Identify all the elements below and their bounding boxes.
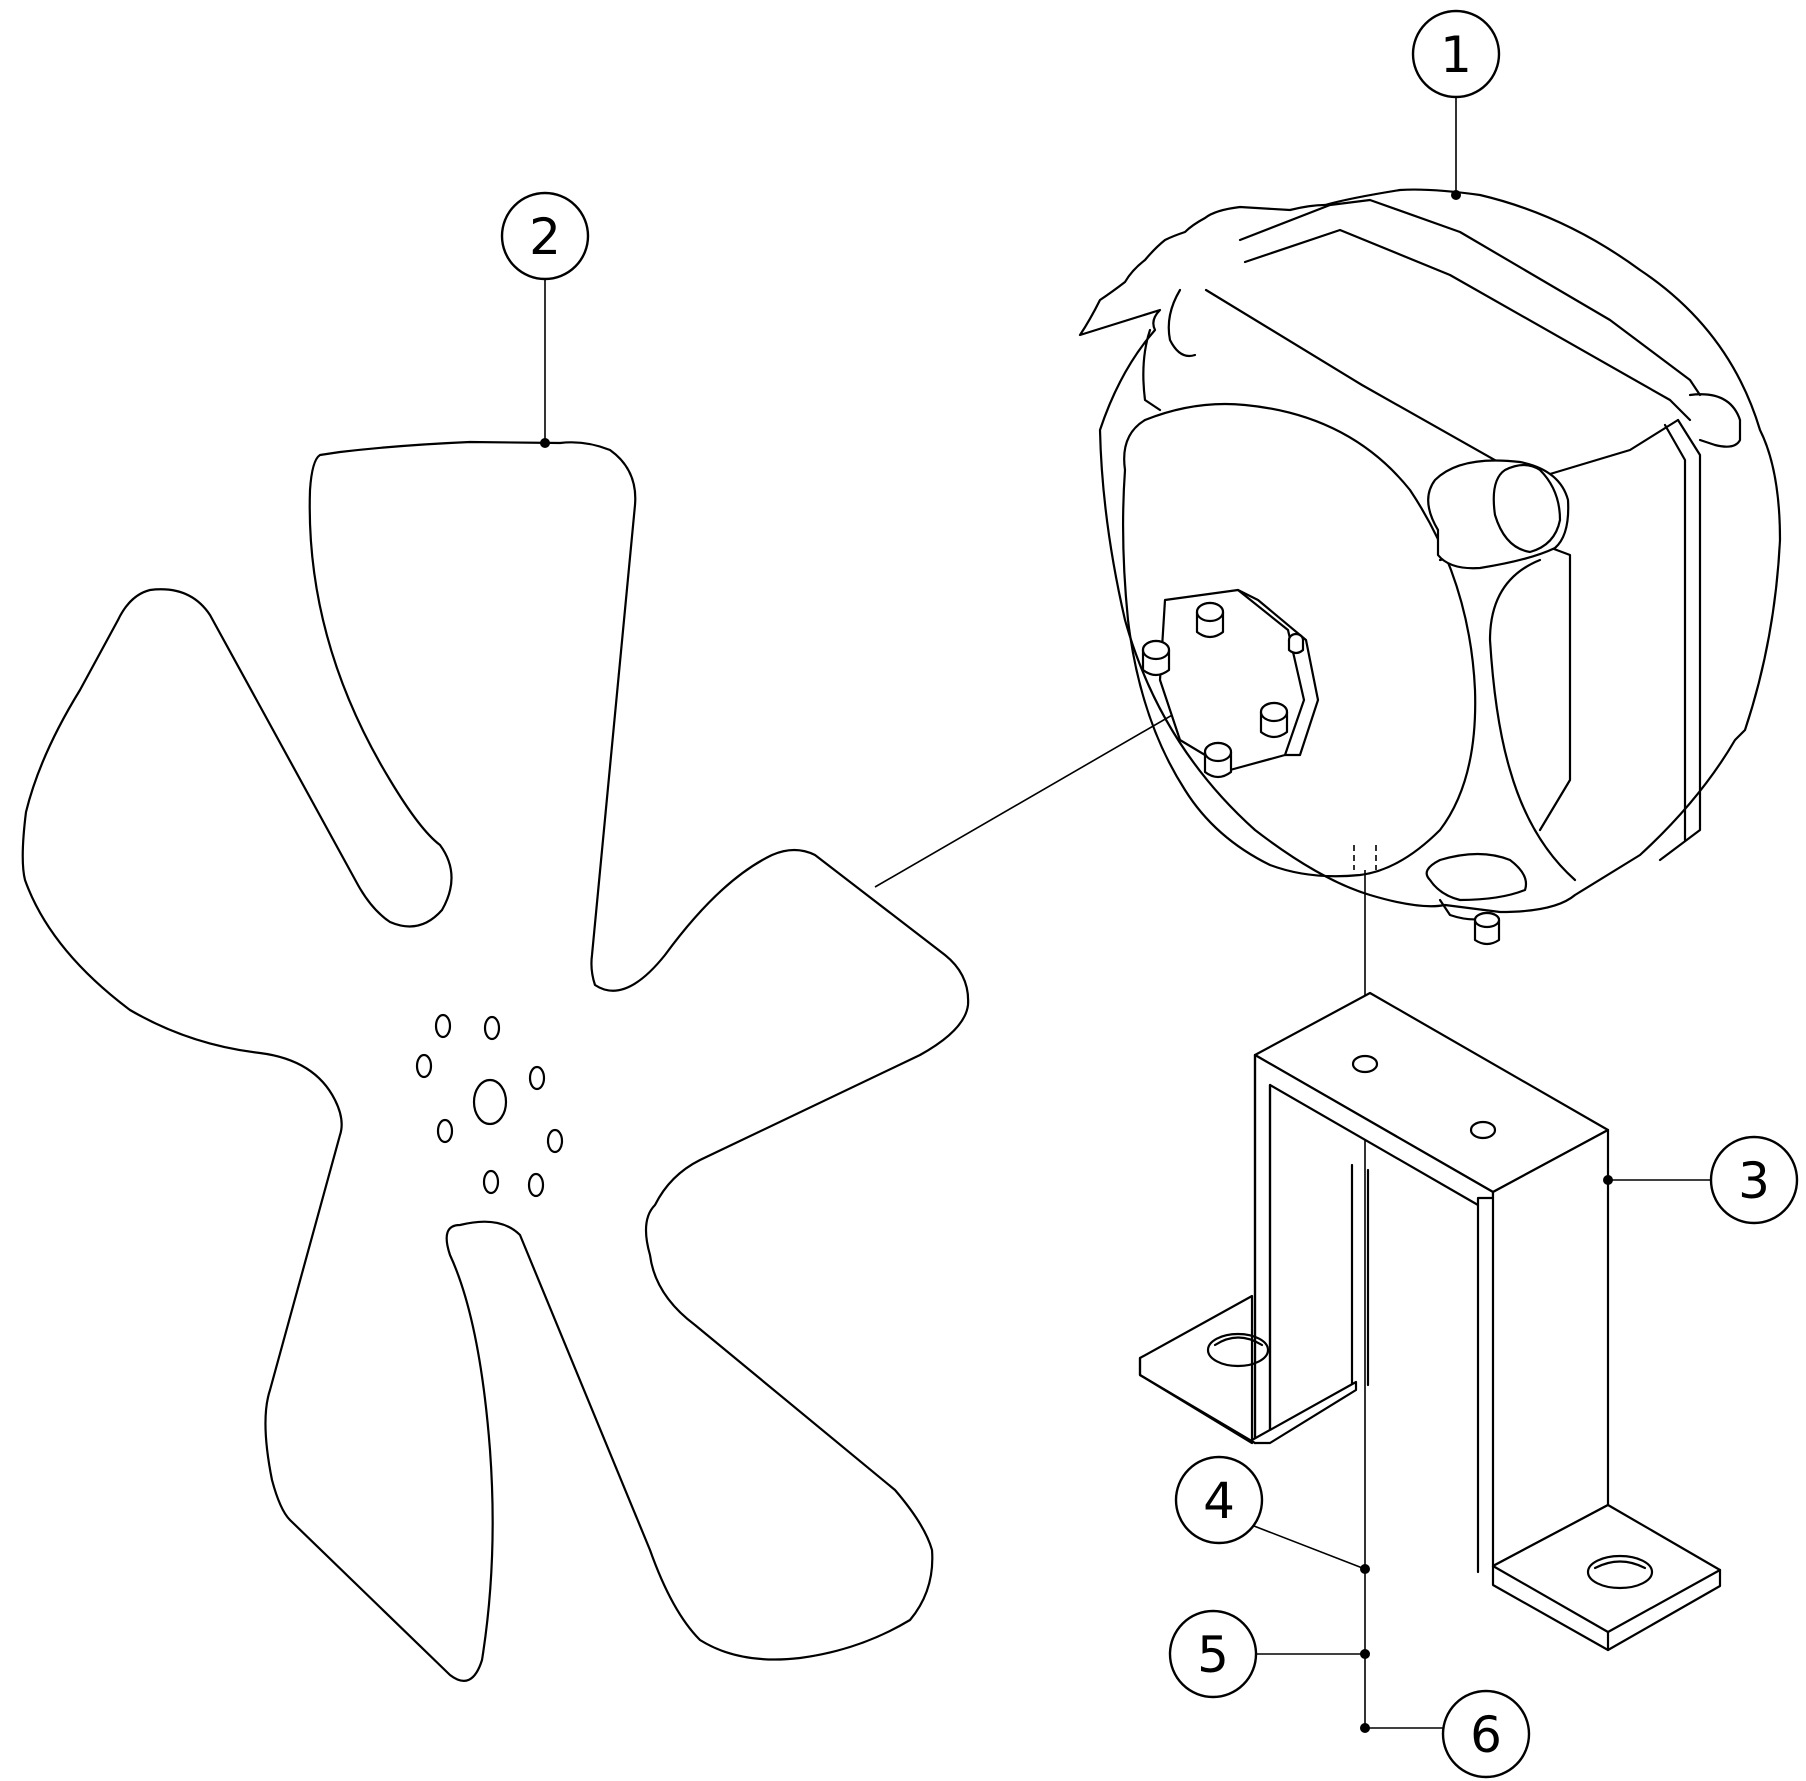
callout-5-label: 5: [1197, 1626, 1229, 1684]
callout-4: 4: [1174, 1455, 1264, 1545]
motor: [1078, 188, 1782, 946]
callout-6: 6: [1441, 1689, 1531, 1779]
callout-5: 5: [1168, 1609, 1258, 1699]
callout-4-label: 4: [1203, 1472, 1235, 1530]
mounting-bracket: [1138, 991, 1722, 1652]
callout-1-label: 1: [1440, 26, 1472, 84]
fan-blade: [21, 440, 970, 1682]
callout-3-label: 3: [1738, 1152, 1770, 1210]
callout-leaders: [540, 90, 1712, 1733]
callout-6-label: 6: [1470, 1706, 1502, 1764]
assembly-line-fan: [874, 691, 1213, 888]
callout-2: 2: [500, 191, 590, 281]
callout-3: 3: [1709, 1135, 1799, 1225]
callout-2-label: 2: [529, 208, 561, 266]
callout-1: 1: [1411, 9, 1501, 99]
